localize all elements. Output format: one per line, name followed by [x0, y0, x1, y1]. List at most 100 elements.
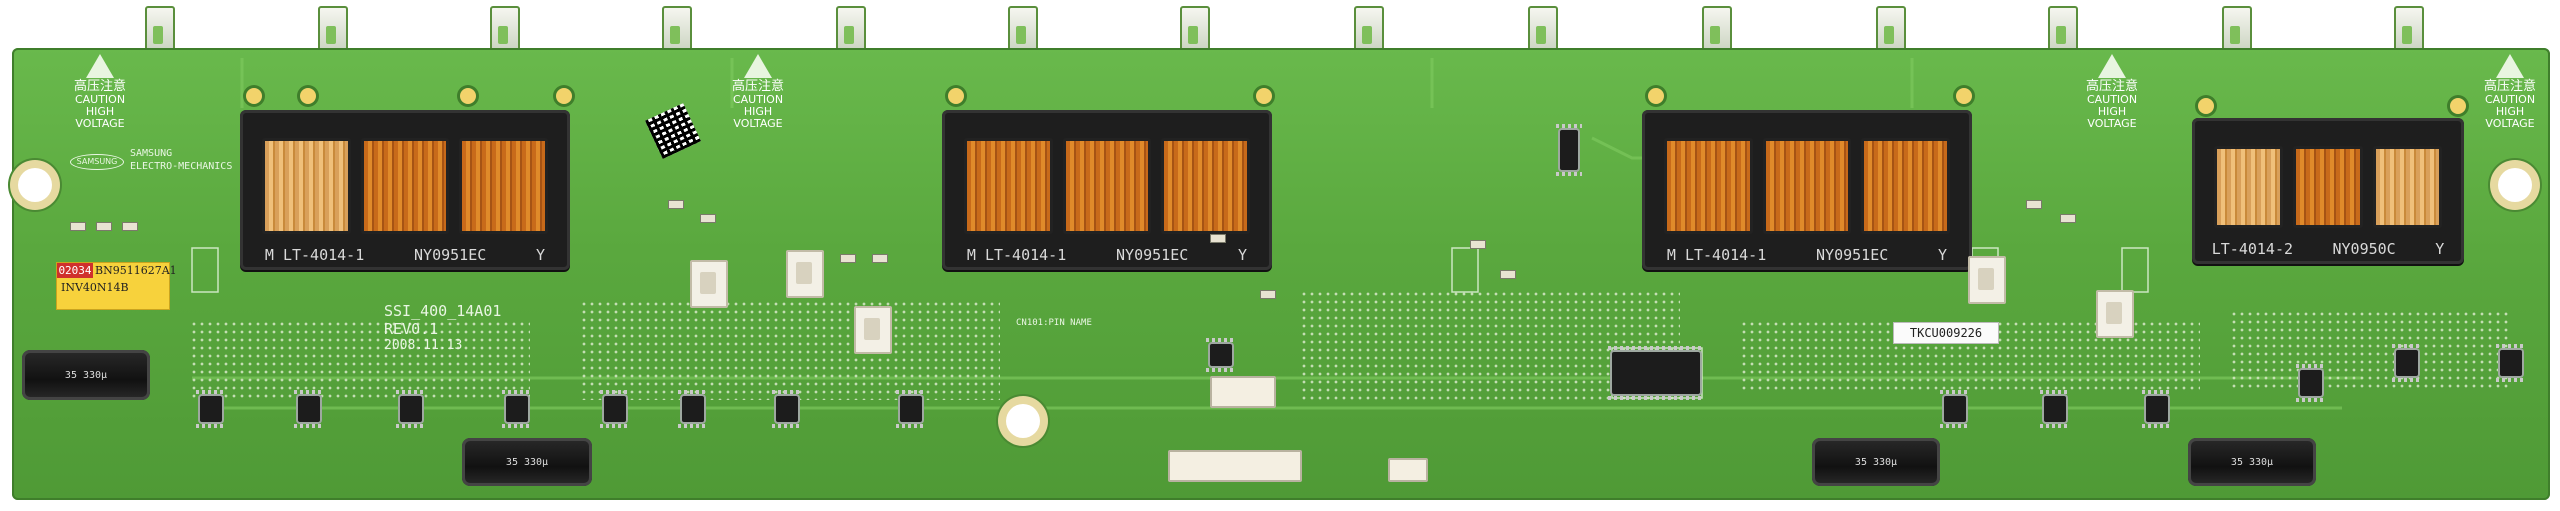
- via-field: [580, 300, 1000, 400]
- top-pad: [145, 6, 175, 54]
- ic-chip: [2040, 390, 2070, 428]
- ic-chip: [600, 390, 630, 428]
- top-pad: [1180, 6, 1210, 54]
- transformer-code: NY0951EC: [1116, 246, 1189, 264]
- transformer-code: NY0950C: [2332, 240, 2396, 258]
- top-pad: [662, 6, 692, 54]
- top-pad: [1876, 6, 1906, 54]
- via-field: [2230, 310, 2510, 390]
- smd-component: [96, 222, 112, 231]
- smd-component: [1210, 234, 1226, 243]
- white-component: [786, 250, 824, 298]
- solder-pin: [1956, 88, 1972, 104]
- smd-component: [2060, 214, 2076, 223]
- sticker-model-code: INV40N14B: [61, 281, 129, 294]
- solder-pin: [246, 88, 262, 104]
- solder-pin: [2450, 98, 2466, 114]
- ic-chip: [772, 390, 802, 428]
- solder-pin: [2198, 98, 2214, 114]
- mounting-hole: [1006, 404, 1040, 438]
- transformer-suffix: Y: [2435, 240, 2445, 258]
- transformer-suffix: Y: [1238, 246, 1248, 264]
- ic-chip: [2142, 390, 2172, 428]
- transformer: LT-4014-2 NY0950C Y: [2192, 118, 2464, 264]
- top-pad: [490, 6, 520, 54]
- ic-chip: [1556, 124, 1582, 176]
- solder-pin: [556, 88, 572, 104]
- electrolytic-capacitor: 35 330μ: [2188, 438, 2316, 486]
- smd-component: [2026, 200, 2042, 209]
- connector-pin-label: CN101:PIN NAME: [1016, 318, 1092, 328]
- high-voltage-warning: 高压注意 CAUTION HIGH VOLTAGE: [2474, 54, 2546, 136]
- top-pad: [2222, 6, 2252, 54]
- ic-chip: [2392, 344, 2422, 382]
- smd-component: [872, 254, 888, 263]
- ic-chip: [2296, 364, 2326, 402]
- transformer-part: M LT-4014-1: [264, 246, 365, 264]
- top-pad: [318, 6, 348, 54]
- electrolytic-capacitor: 35 330μ: [1812, 438, 1940, 486]
- solder-pin: [460, 88, 476, 104]
- smd-component: [1260, 290, 1276, 299]
- top-pad: [1354, 6, 1384, 54]
- board-date: 2008.11.13: [384, 338, 463, 353]
- high-voltage-warning: 高压注意 CAUTION HIGH VOLTAGE: [64, 54, 136, 136]
- transformer-part: LT-4014-2: [2211, 240, 2294, 258]
- maker-division: ELECTRO-MECHANICS: [130, 161, 233, 172]
- solder-pin: [948, 88, 964, 104]
- samsung-logo: SAMSUNG: [70, 154, 124, 170]
- white-component: [690, 260, 728, 308]
- smd-component: [122, 222, 138, 231]
- white-component: [854, 306, 892, 354]
- transformer: M LT-4014-1 NY0951EC Y: [240, 110, 570, 270]
- smd-component: [1470, 240, 1486, 249]
- ribbon-connector: [1168, 450, 1302, 482]
- smd-component: [1500, 270, 1516, 279]
- transformer-code: NY0951EC: [414, 246, 487, 264]
- board-model: SSI_400_14A01: [384, 302, 502, 320]
- ic-chip: [1206, 338, 1236, 372]
- transformer-part: M LT-4014-1: [1666, 246, 1767, 264]
- transformer-suffix: Y: [536, 246, 546, 264]
- smd-component: [70, 222, 86, 231]
- smd-component: [700, 214, 716, 223]
- sticker-red-code: 02034: [57, 263, 93, 278]
- transformer-part: M LT-4014-1: [966, 246, 1067, 264]
- transformer-code: NY0951EC: [1816, 246, 1889, 264]
- top-pad: [1528, 6, 1558, 54]
- smd-component: [840, 254, 856, 263]
- solder-pin: [1256, 88, 1272, 104]
- high-voltage-warning: 高压注意 CAUTION HIGH VOLTAGE: [722, 54, 794, 136]
- top-pad: [2048, 6, 2078, 54]
- white-component: [1968, 256, 2006, 304]
- maker-name: SAMSUNG: [130, 148, 173, 159]
- serial-sticker: TKCU009226: [1893, 322, 1999, 344]
- small-connector: [1388, 458, 1428, 482]
- via-field: [190, 320, 530, 400]
- part-number-sticker: 02034 BN9511627A1 INV40N14B: [56, 262, 177, 310]
- transformer: M LT-4014-1 NY0951EC Y: [942, 110, 1272, 270]
- transformer: M LT-4014-1 NY0951EC Y: [1642, 110, 1972, 270]
- board-revision: REV0.1: [384, 320, 439, 338]
- transformer-suffix: Y: [1938, 246, 1948, 264]
- top-pad: [836, 6, 866, 54]
- mounting-hole: [2498, 168, 2532, 202]
- top-pad: [2394, 6, 2424, 54]
- solder-pin: [1648, 88, 1664, 104]
- mounting-hole: [18, 168, 52, 202]
- top-pad: [1008, 6, 1038, 54]
- sticker-part-number: BN9511627A1: [95, 264, 177, 277]
- ic-chip: [196, 390, 226, 428]
- solder-pin: [300, 88, 316, 104]
- ic-chip: [1940, 390, 1970, 428]
- smd-component: [668, 200, 684, 209]
- ic-chip: [896, 390, 926, 428]
- electrolytic-capacitor: 35 330μ: [462, 438, 592, 486]
- white-component: [2096, 290, 2134, 338]
- ic-chip: [1608, 346, 1704, 400]
- small-connector: [1210, 376, 1276, 408]
- ic-chip: [294, 390, 324, 428]
- top-pad: [1702, 6, 1732, 54]
- ic-chip: [502, 390, 532, 428]
